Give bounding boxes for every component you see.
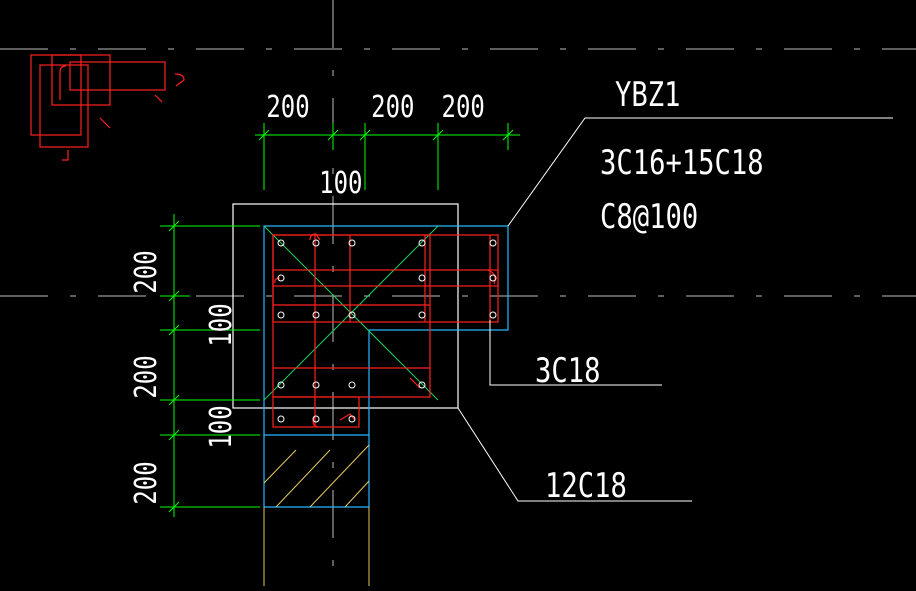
rebar-bars [277, 239, 497, 423]
rebar-dot [489, 311, 497, 319]
rebar-dot [277, 274, 285, 282]
rebar-dot [312, 415, 320, 423]
rebar-dot [418, 311, 426, 319]
rebar-dot [418, 274, 426, 282]
rebar-dot [277, 311, 285, 319]
rebar-dot [348, 381, 356, 389]
top-dimensions [255, 123, 520, 190]
stirrup-label: C8@100 [600, 197, 698, 237]
rebar-dot [312, 239, 320, 247]
rebar-main-label: 3C16+15C18 [600, 143, 764, 183]
dim-left-3: 200 [129, 461, 163, 504]
callout-bottom-label: 12C18 [545, 466, 627, 506]
rebar-dot [312, 311, 320, 319]
rebar-dot [418, 381, 426, 389]
rebar-dot [277, 381, 285, 389]
rebar-dot [348, 311, 356, 319]
leader-lines [457, 117, 893, 502]
concrete-edge [263, 225, 509, 508]
rebar-dot [277, 415, 285, 423]
wall-hatch [263, 444, 370, 586]
dim-left-offset-1: 100 [204, 303, 238, 346]
dim-top-2: 200 [371, 90, 414, 124]
callout-right-label: 3C18 [535, 351, 600, 391]
rebar-dot [489, 239, 497, 247]
rebar-dot [348, 239, 356, 247]
dim-left-1: 200 [129, 250, 163, 293]
dim-left-2: 200 [129, 355, 163, 398]
dim-left-offset-2: 100 [204, 405, 238, 448]
rebar-dot [312, 381, 320, 389]
rebar-dot [348, 415, 356, 423]
diagonal-lines [263, 225, 439, 401]
stirrup-detail-icon [30, 54, 185, 161]
rebar-dot [489, 274, 497, 282]
dim-top-offset: 100 [319, 166, 362, 200]
column-title: YBZ1 [615, 75, 680, 115]
rebar-dot [418, 239, 426, 247]
rebar-dot [277, 239, 285, 247]
section-outline [232, 203, 459, 409]
left-dimensions [160, 214, 260, 517]
dim-top-1: 200 [266, 90, 309, 124]
dim-top-3: 200 [442, 90, 485, 124]
